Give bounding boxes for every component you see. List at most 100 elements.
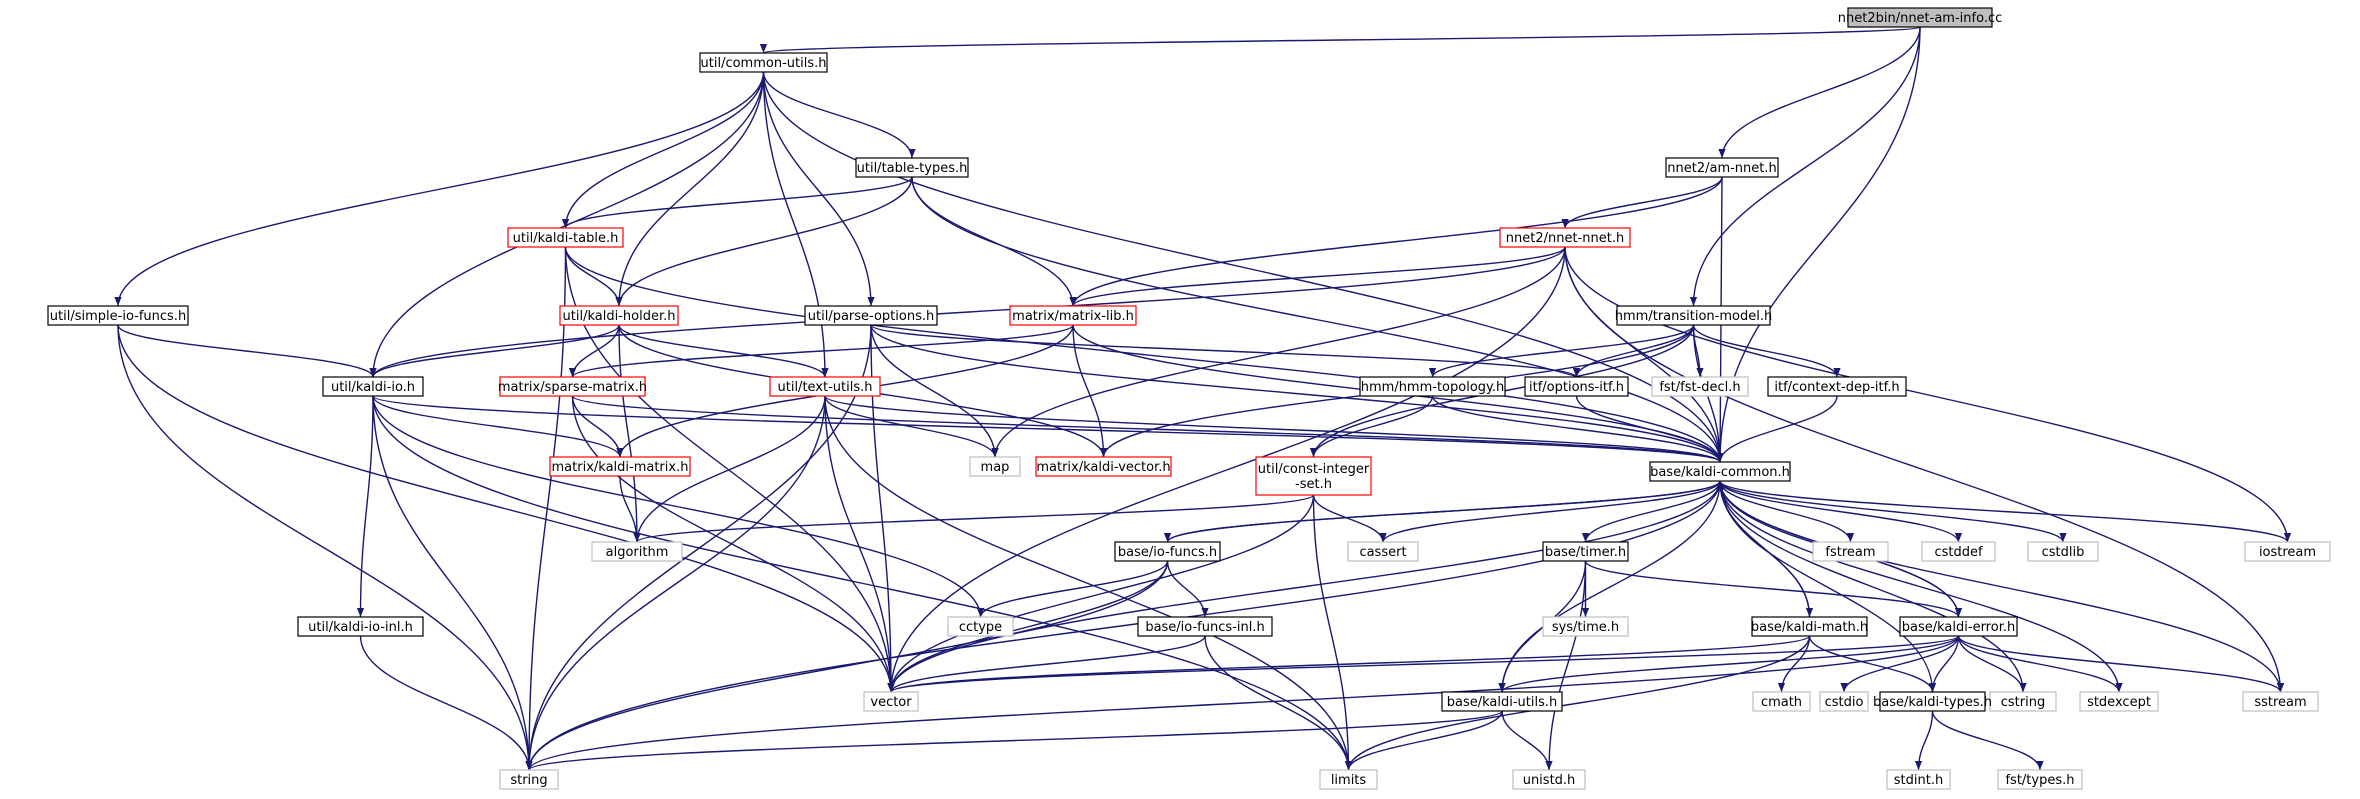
node-kaldi-error[interactable]: base/kaldi-error.h [1899, 616, 2018, 637]
node-kaldi-io-inl[interactable]: util/kaldi-io-inl.h [297, 616, 424, 637]
node-box [1752, 691, 1811, 712]
node-box [297, 616, 424, 637]
node-io-funcs-inl[interactable]: base/io-funcs-inl.h [1137, 616, 1273, 637]
edge-common-utils-to-kaldi-common [762, 71, 1724, 463]
node-sparse-matrix[interactable]: matrix/sparse-matrix.h [498, 376, 647, 397]
edge-nnet-nnet-to-map [991, 246, 1566, 458]
node-box [1616, 305, 1771, 326]
node-label: sstream [2254, 695, 2306, 710]
node-am-nnet[interactable]: nnet2/am-nnet.h [1665, 157, 1779, 178]
node-matrix-lib[interactable]: matrix/matrix-lib.h [1009, 305, 1137, 326]
edge-kaldi-common-to-cstdlib [1719, 480, 2067, 543]
edge-sparse-matrix-to-kaldi-common [571, 395, 1724, 463]
edge-table-types-to-kaldi-common [911, 176, 1724, 463]
node-timer[interactable]: base/timer.h [1542, 541, 1629, 562]
edge-kaldi-error-to-string [525, 635, 1960, 771]
node-label: fstream [1825, 545, 1875, 560]
edge-kaldi-common-to-string [525, 480, 1721, 771]
node-label: stdint.h [1894, 773, 1943, 788]
edge-nnet-nnet-to-matrix-lib [1069, 246, 1566, 307]
edge-text-utils-to-vector [824, 395, 895, 693]
edge-common-utils-to-parse-options [762, 71, 875, 307]
node-string: string [499, 769, 559, 790]
edge-kaldi-common-to-cstddef [1719, 480, 1963, 543]
node-common-utils[interactable]: util/common-utils.h [699, 52, 828, 73]
node-box [507, 227, 624, 248]
edge-table-types-to-kaldi-holder [615, 176, 913, 307]
node-kaldi-utils[interactable]: base/kaldi-utils.h [1441, 691, 1563, 712]
edge-kaldi-utils-to-unistd [1501, 710, 1553, 771]
node-box [1347, 541, 1419, 562]
node-kaldi-holder[interactable]: util/kaldi-holder.h [559, 305, 679, 326]
edge-io-funcs-inl-to-limits [1204, 635, 1353, 771]
node-parse-options[interactable]: util/parse-options.h [804, 305, 938, 326]
node-box [1921, 541, 1996, 562]
edge-kaldi-holder-to-algorithm [618, 324, 641, 543]
node-kaldi-math[interactable]: base/kaldi-math.h [1751, 616, 1868, 637]
node-box [1542, 616, 1629, 637]
node-box [47, 305, 189, 326]
node-kaldi-common[interactable]: base/kaldi-common.h [1649, 461, 1791, 482]
edge-text-utils-to-map [824, 395, 999, 458]
node-kaldi-vector[interactable]: matrix/kaldi-vector.h [1035, 456, 1172, 477]
edge-kaldi-common-to-stdexcept [1719, 480, 2123, 693]
edge-const-integer-set-to-vector [887, 494, 1315, 693]
node-table-types[interactable]: util/table-types.h [855, 157, 969, 178]
node-map: map [969, 456, 1021, 477]
node-label: limits [1331, 773, 1367, 788]
edge-io-funcs-to-io-funcs-inl [1166, 560, 1209, 618]
node-sys-time: sys/time.h [1542, 616, 1629, 637]
node-kaldi-table[interactable]: util/kaldi-table.h [507, 227, 624, 248]
edge-root-to-common-utils [760, 26, 1921, 54]
edge-transition-model-to-options-itf [1572, 324, 1695, 378]
node-label: stdexcept [2087, 695, 2151, 710]
node-fst-decl: fst/fst-decl.h [1651, 376, 1749, 397]
node-hmm-topology[interactable]: hmm/hmm-topology.h [1359, 376, 1506, 397]
node-box [1879, 691, 1986, 712]
node-kaldi-matrix[interactable]: matrix/kaldi-matrix.h [549, 456, 691, 477]
edge-kaldi-math-to-limits [1344, 635, 1811, 771]
node-label: cstddef [1934, 545, 1983, 560]
edge-kaldi-error-to-kaldi-utils [1498, 635, 1960, 693]
node-kaldi-io[interactable]: util/kaldi-io.h [322, 376, 424, 397]
node-box [559, 305, 679, 326]
edge-text-utils-to-kaldi-common [824, 395, 1724, 463]
node-options-itf[interactable]: itf/options-itf.h [1524, 376, 1629, 397]
edge-common-utils-to-simple-io [114, 71, 765, 307]
edge-kaldi-table-to-kaldi-common [564, 246, 1724, 463]
node-root[interactable]: nnet2bin/nnet-am-info.cc [1838, 7, 2003, 28]
node-nnet-nnet[interactable]: nnet2/nnet-nnet.h [1499, 227, 1631, 248]
edge-text-utils-to-limits [824, 395, 1353, 771]
edge-kaldi-error-to-cstring [1957, 635, 2027, 693]
node-vector: vector [863, 691, 919, 712]
edge-kaldi-error-to-kaldi-types [1928, 635, 1960, 693]
edge-parse-options-to-kaldi-common [870, 324, 1724, 463]
node-io-funcs[interactable]: base/io-funcs.h [1114, 541, 1221, 562]
edge-simple-io-to-vector [117, 324, 895, 693]
node-simple-io[interactable]: util/simple-io-funcs.h [47, 305, 189, 326]
edge-kaldi-math-to-kaldi-types [1808, 635, 1937, 693]
node-box [1137, 616, 1273, 637]
edge-kaldi-io-to-limits [372, 395, 1353, 771]
node-const-integer-set[interactable]: util/const-integer-set.h [1255, 456, 1372, 496]
node-label: matrix/sparse-matrix.h [498, 380, 647, 395]
node-label: util/kaldi-io.h [331, 380, 415, 395]
node-box [1035, 456, 1172, 477]
node-box [947, 616, 1014, 637]
node-cstdlib: cstdlib [2027, 541, 2099, 562]
node-text-utils[interactable]: util/text-utils.h [769, 376, 881, 397]
node-layer: nnet2bin/nnet-am-info.cc util/common-util… [47, 7, 2331, 790]
node-stdexcept: stdexcept [2079, 691, 2159, 712]
edge-const-integer-set-to-cassert [1312, 494, 1387, 543]
node-cassert: cassert [1347, 541, 1419, 562]
node-box [1767, 376, 1907, 397]
edge-kaldi-io-to-kaldi-io-inl [356, 395, 374, 618]
node-box [855, 157, 969, 178]
node-box [769, 376, 881, 397]
node-box [1441, 691, 1563, 712]
node-box [1847, 7, 1993, 28]
node-transition-model[interactable]: hmm/transition-model.h [1615, 305, 1772, 326]
node-cstring: cstring [1989, 691, 2057, 712]
node-context-dep-itf[interactable]: itf/context-dep-itf.h [1767, 376, 1907, 397]
node-kaldi-types[interactable]: base/kaldi-types.h [1873, 691, 1992, 712]
